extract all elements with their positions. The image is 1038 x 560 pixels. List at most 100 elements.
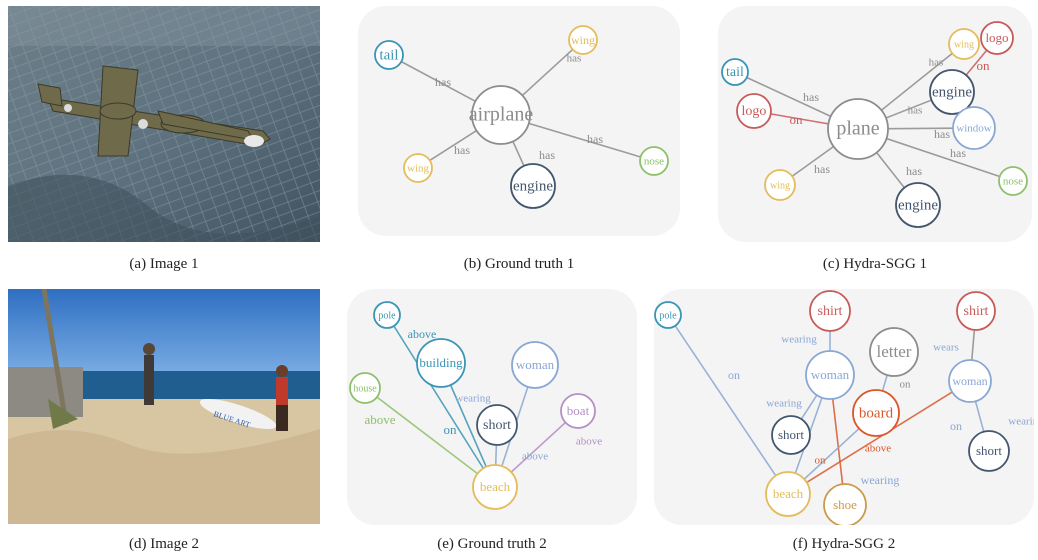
node-label: short [483, 418, 511, 433]
edge-line [880, 52, 953, 111]
node-label: logo [985, 30, 1008, 45]
node-label: beach [480, 479, 511, 494]
edge-label: has [539, 148, 555, 162]
edge-labels: onwearingonwearswearingwearingononabovew… [728, 334, 1038, 487]
node-circle [952, 106, 996, 150]
node-circle [765, 471, 811, 517]
edge-line [886, 137, 1000, 178]
caption-ground-truth-1: (b) Ground truth 1 [463, 256, 575, 272]
edge-line [970, 329, 976, 361]
edge-label: on [815, 455, 827, 467]
edge-line [806, 391, 953, 484]
node-circle [771, 415, 811, 455]
node: woman [948, 359, 992, 403]
node: engine [510, 163, 556, 209]
node-circle [764, 169, 796, 201]
image-2-beach: BLUE ART [8, 289, 320, 524]
edge-line [881, 374, 888, 392]
node: nose [998, 166, 1028, 196]
edge-line [510, 421, 567, 473]
node: building [416, 338, 466, 388]
edge-line [770, 113, 829, 125]
caption-hydra-sgg-2: (f) Hydra-SGG 2 [792, 536, 896, 552]
edge-line [875, 152, 905, 189]
edge-label: has [587, 132, 603, 146]
edge-line [521, 48, 574, 97]
node-label: window [956, 123, 992, 135]
node: tail [721, 58, 749, 86]
node-label: pole [378, 310, 396, 321]
caption-ground-truth-2: (e) Ground truth 2 [437, 536, 547, 552]
edge-label: has [906, 164, 922, 178]
node: engine [895, 182, 941, 228]
edge-label: wearing [1008, 416, 1034, 428]
node-label: shirt [964, 304, 989, 319]
node-label: tail [726, 65, 744, 80]
node: tail [374, 40, 404, 70]
node-label: woman [811, 367, 850, 382]
edge-line [965, 49, 988, 76]
edge-line [494, 444, 498, 466]
edge-label: above [865, 443, 891, 455]
node-circle [639, 146, 669, 176]
node-circle [895, 182, 941, 228]
node: house [349, 372, 381, 404]
node-label: short [976, 443, 1002, 458]
node-label: woman [952, 374, 987, 388]
edge-label: wearing [781, 334, 817, 346]
edge-label: has [803, 90, 819, 104]
node-circle [403, 153, 433, 183]
node: woman [511, 341, 559, 389]
node-label: woman [516, 357, 555, 372]
edge-label: has [934, 127, 950, 141]
node: shirt [809, 290, 851, 332]
node: beach [765, 471, 811, 517]
edge-line [429, 129, 477, 162]
node-label: airplane [469, 104, 534, 126]
node-circle [373, 301, 401, 329]
node: pole [373, 301, 401, 329]
node-label: letter [877, 342, 912, 361]
edge-label: wears [933, 342, 959, 354]
node: wing [764, 169, 796, 201]
node-circle [968, 430, 1010, 472]
node: logo [736, 93, 772, 129]
edge-label: has [567, 53, 582, 65]
node: nose [639, 146, 669, 176]
edge-label: above [522, 451, 548, 463]
edge-label: has [908, 105, 923, 117]
scene-graph-ground-truth-2: aboveaboveonwearingaboveabovepolebuildin… [347, 289, 637, 525]
edge-label: has [454, 143, 470, 157]
edge-line [974, 401, 985, 432]
node-circle [805, 350, 855, 400]
node-circle [721, 58, 749, 86]
node-circle [736, 93, 772, 129]
node-label: house [353, 383, 377, 394]
node: short [968, 430, 1010, 472]
node-circle [374, 40, 404, 70]
caption-hydra-sgg-1: (c) Hydra-SGG 1 [822, 256, 928, 272]
edge-line [400, 60, 476, 103]
node-circle [510, 163, 556, 209]
edge-line [887, 127, 954, 130]
node: wing [948, 28, 980, 60]
edge-line [512, 141, 525, 167]
node-label: logo [742, 104, 767, 119]
node-label: pole [659, 310, 677, 321]
edge-label: has [435, 75, 451, 89]
edge-line [803, 427, 860, 480]
node-label: building [419, 355, 463, 370]
edge-line [885, 99, 932, 119]
node: boat [560, 393, 596, 429]
panel-hydra-sgg-2: onwearingonwearswearingwearingononabovew… [654, 289, 1038, 527]
node: shirt [956, 291, 996, 331]
caption-image-1: (a) Image 1 [129, 256, 199, 272]
node-label: board [859, 405, 894, 421]
